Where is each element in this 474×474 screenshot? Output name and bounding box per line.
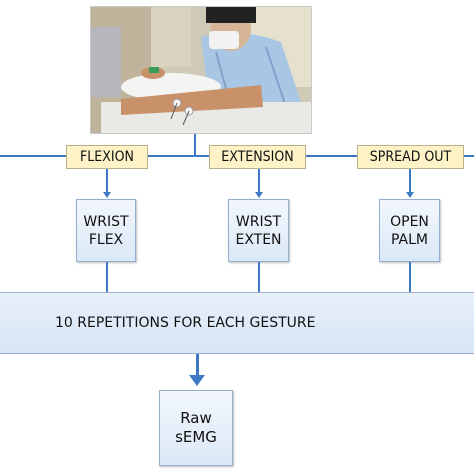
- gesture-box-line: PALM: [390, 231, 428, 248]
- output-line: sEMG: [175, 428, 217, 446]
- connector-extension: [258, 169, 260, 192]
- gesture-box-line: WRIST: [235, 213, 282, 230]
- connector-wrist-exten-down: [258, 262, 260, 292]
- arrow-spread-out: [406, 192, 414, 198]
- gesture-box-wrist-flex: WRIST FLEX: [76, 199, 136, 262]
- gesture-box-open-palm: OPEN PALM: [379, 199, 440, 262]
- arrow-to-output: [189, 375, 205, 386]
- repetitions-band: 10 REPETITIONS FOR EACH GESTURE: [0, 292, 474, 354]
- gesture-box-line: FLEX: [88, 231, 124, 248]
- arrow-extension: [255, 192, 263, 198]
- gesture-label-text: SPREAD OUT: [369, 149, 452, 165]
- output-line: Raw: [180, 409, 212, 427]
- connector-wrist-flex-down: [106, 262, 108, 292]
- repetitions-text: 10 REPETITIONS FOR EACH GESTURE: [55, 315, 316, 331]
- photo-connector-line: [194, 134, 196, 156]
- gesture-label-extension: EXTENSION: [209, 145, 306, 169]
- experiment-photo: [90, 6, 312, 134]
- output-box-raw-semg: Raw sEMG: [159, 390, 233, 466]
- gesture-box-wrist-exten: WRIST EXTEN: [228, 199, 289, 262]
- connector-band-to-output: [196, 354, 199, 376]
- connector-spread-out: [409, 169, 411, 192]
- gesture-box-line: EXTEN: [235, 231, 282, 248]
- connector-open-palm-down: [409, 262, 411, 292]
- gesture-label-spread-out: SPREAD OUT: [357, 145, 464, 169]
- gesture-box-line: WRIST: [83, 213, 129, 230]
- gesture-label-text: EXTENSION: [221, 149, 294, 165]
- connector-flexion: [106, 169, 108, 192]
- subject-photo-illustration: [91, 7, 311, 133]
- gesture-box-line: OPEN: [390, 213, 429, 230]
- gesture-label-text: FLEXION: [80, 149, 134, 165]
- arrow-flexion: [103, 192, 111, 198]
- gesture-label-flexion: FLEXION: [66, 145, 148, 169]
